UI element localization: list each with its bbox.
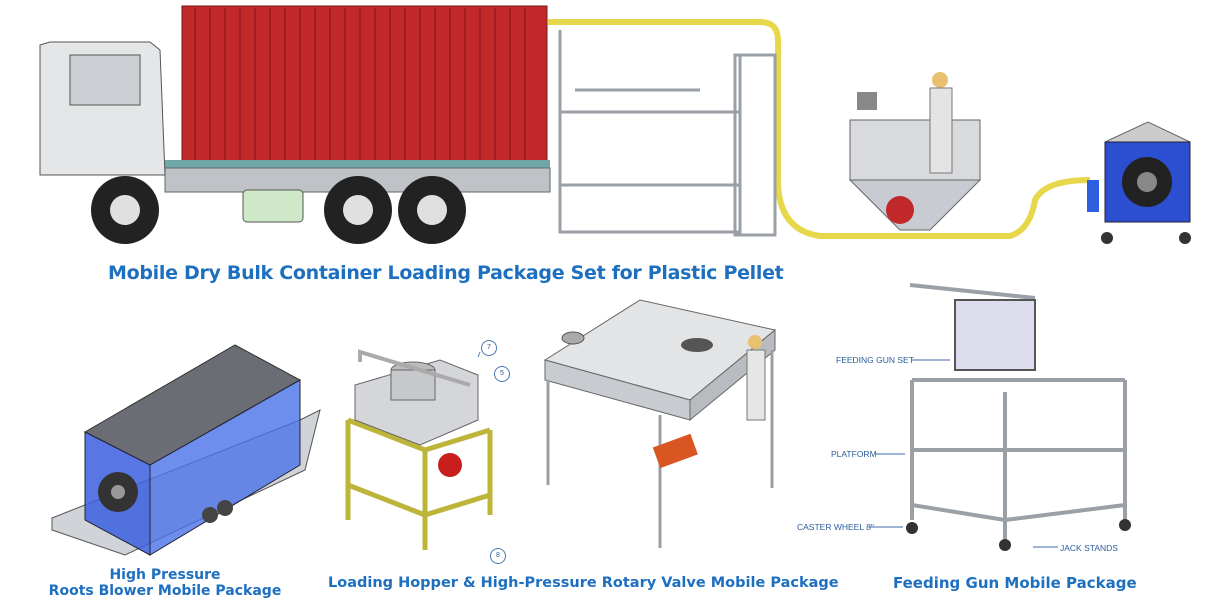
callout-caster-wheel: CASTER WHEEL 8" [797, 522, 874, 532]
feeding-gun-package [909, 283, 1127, 540]
callout-number-7: 7 [481, 340, 497, 356]
callout-number-8: 8 [490, 548, 506, 564]
feeding-gun-frame-top [558, 30, 777, 237]
blower-top [1087, 121, 1191, 244]
caption-roots-blower-line2: Roots Blower Mobile Package [48, 583, 282, 599]
callout-feeding-gun-set: FEEDING GUN SET [836, 355, 914, 365]
main-title: Mobile Dry Bulk Container Loading Packag… [108, 262, 784, 284]
callout-number-5: 5 [494, 366, 510, 382]
roots-blower-package [51, 344, 321, 556]
caption-loading-hopper: Loading Hopper & High-Pressure Rotary Va… [328, 575, 839, 591]
hopper-top [848, 72, 982, 231]
truck-with-container [39, 5, 551, 244]
caption-roots-blower: High Pressure Roots Blower Mobile Packag… [40, 567, 290, 599]
loading-hopper-package [345, 349, 493, 550]
callout-platform: PLATFORM [831, 449, 877, 459]
callout-jack-stands: JACK STANDS [1060, 543, 1118, 553]
caption-roots-blower-line1: High Pressure [109, 567, 221, 583]
caption-feeding-gun: Feeding Gun Mobile Package [893, 574, 1137, 592]
hopper-with-operator [543, 299, 777, 548]
